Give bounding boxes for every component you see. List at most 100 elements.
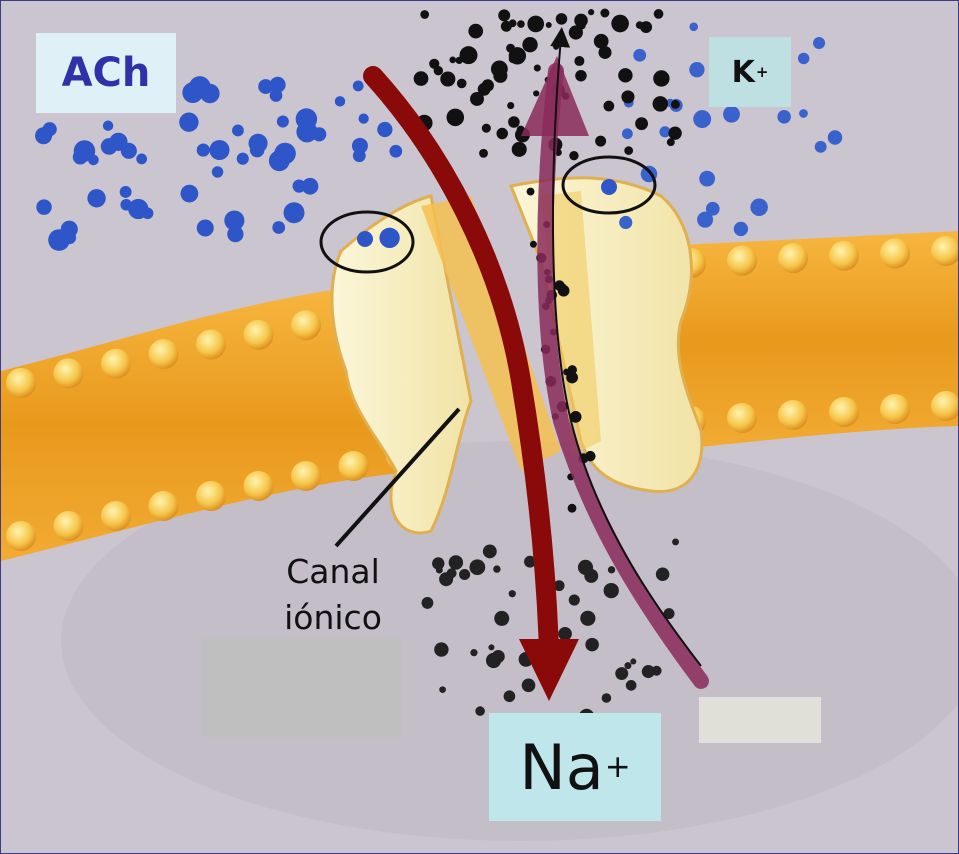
ach-molecule: [335, 96, 345, 106]
ion-particle: [482, 124, 491, 133]
ion-particle: [624, 662, 631, 669]
ach-molecule: [274, 143, 296, 165]
ion-particle: [449, 555, 463, 569]
membrane-right: [661, 231, 958, 451]
ach-molecule: [723, 106, 740, 123]
ion-particle: [498, 9, 510, 21]
ion-particle: [517, 20, 525, 28]
ach-molecule: [389, 145, 402, 158]
lipid-head: [778, 400, 808, 430]
ach-molecule: [73, 150, 88, 165]
ion-particle: [636, 21, 644, 29]
lipid-head: [244, 320, 274, 350]
ach-molecule: [181, 185, 199, 203]
lipid-head: [727, 403, 757, 433]
ion-particle: [494, 611, 509, 626]
ion-particle: [603, 101, 614, 112]
ion-particle: [459, 569, 470, 580]
ach-molecule: [689, 62, 704, 77]
ion-particle: [656, 567, 670, 581]
ion-particle: [604, 583, 619, 598]
ion-particle: [558, 627, 572, 641]
ion-particle: [439, 686, 446, 693]
lipid-head: [149, 339, 179, 369]
ion-particle: [492, 650, 505, 663]
ion-particle: [420, 10, 429, 19]
ach-molecule: [142, 207, 154, 219]
ion-particle: [602, 693, 612, 703]
lipid-head: [829, 397, 859, 427]
k-charge: +: [756, 63, 769, 81]
ach-molecule: [699, 171, 715, 187]
ion-particle: [512, 142, 527, 157]
redaction-box-right: [699, 697, 821, 743]
ach-molecule: [109, 133, 127, 151]
ion-particle: [600, 9, 609, 18]
ion-particle: [488, 644, 494, 650]
lipid-head: [778, 243, 808, 273]
ion-particle: [630, 658, 636, 664]
ach-molecule: [36, 199, 51, 214]
ion-particle: [447, 568, 457, 578]
ion-particle: [422, 597, 434, 609]
ion-particle: [440, 71, 455, 86]
ach-molecule: [120, 186, 132, 198]
ach-molecule: [296, 121, 317, 142]
ion-particle: [447, 109, 465, 127]
ion-particle: [522, 678, 536, 692]
ion-particle: [482, 79, 494, 91]
ion-particle: [475, 706, 485, 716]
ach-molecule: [270, 89, 283, 102]
ach-molecule: [352, 138, 368, 154]
ion-particle: [585, 638, 599, 652]
ion-particle: [653, 70, 669, 86]
ion-particle: [626, 680, 637, 691]
lipid-head: [829, 241, 859, 271]
ach-molecule: [179, 113, 198, 132]
ion-particle: [671, 100, 680, 109]
ach-molecule: [272, 221, 285, 234]
ach-molecule: [182, 82, 203, 103]
ion-particle: [469, 559, 485, 575]
ach-molecule: [813, 37, 825, 49]
ion-particle: [568, 365, 577, 374]
ach-label: ACh: [36, 33, 176, 113]
ion-particle: [470, 92, 484, 106]
ach-molecule: [353, 81, 364, 92]
ion-particle: [434, 66, 443, 75]
ach-molecule: [197, 143, 210, 156]
ach-molecule: [619, 216, 632, 229]
ach-molecule: [88, 155, 99, 166]
lipid-head: [54, 358, 84, 388]
ach-molecule: [799, 109, 808, 118]
ach-molecule: [136, 154, 147, 165]
ion-particle: [575, 70, 587, 82]
ion-particle: [553, 44, 559, 50]
ion-particle: [546, 22, 552, 28]
ach-molecule: [284, 202, 305, 223]
ach-molecule: [697, 212, 713, 228]
ion-particle: [509, 47, 526, 64]
lipid-head: [244, 471, 274, 501]
ach-molecule: [209, 140, 229, 160]
ach-molecule: [87, 189, 105, 207]
lipid-head: [196, 330, 226, 360]
ion-particle: [434, 642, 448, 656]
ion-particle: [507, 102, 514, 109]
ach-molecule: [277, 116, 289, 128]
canal-label-line1: Canal: [263, 549, 403, 595]
redaction-box-left: [201, 637, 401, 737]
ach-molecule: [633, 49, 646, 62]
ach-molecule: [359, 113, 369, 123]
ion-particle: [504, 690, 516, 702]
ach-molecule: [232, 125, 244, 137]
ion-particle: [527, 16, 544, 33]
ach-molecule: [227, 226, 243, 242]
ion-particle: [534, 64, 541, 71]
canal-label-line2: iónico: [263, 595, 403, 641]
ion-particle: [483, 544, 497, 558]
lipid-head: [54, 511, 84, 541]
lipid-head: [880, 394, 910, 424]
ion-particle: [491, 61, 508, 78]
